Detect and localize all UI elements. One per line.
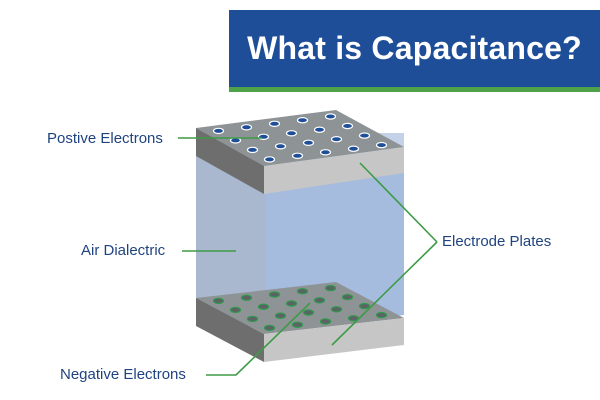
positive-electron-dot [341,122,354,130]
positive-electron-dot [268,120,281,128]
positive-electron-dot [358,132,371,139]
negative-electron-dot [246,315,259,323]
negative-electron-dot [263,324,276,332]
top-plate-front-face [264,147,404,194]
negative-electron-dot [324,284,337,292]
label-electrode-plates: Electrode Plates [442,233,552,250]
negative-electron-dot [302,309,315,316]
negative-electron-dot [358,302,371,310]
dielectric-front-face [266,148,404,330]
title-banner: What is Capacitance? [229,10,600,87]
title-accent-bar [229,87,600,92]
positive-electron-dot [285,130,298,137]
label-air-dielectric: Air Dialectric [81,242,166,259]
positive-electron-dot [347,145,360,152]
leader-line-plate-top [359,162,438,243]
negative-electron-dot [330,306,343,313]
bottom-plate-left-face [196,298,264,362]
positive-electron-dot [263,156,276,163]
positive-electron-dot [319,149,332,156]
negative-electron-dot [240,294,253,301]
positive-electron-dot [296,116,309,124]
negative-electron-dot [341,293,354,301]
negative-electron-dot [257,303,270,310]
leader-line-plate-bottom [331,241,438,346]
positive-electron-dot [375,141,388,149]
positive-electrons [212,113,388,163]
positive-electron-dot [274,143,287,150]
negative-electron-dot [274,312,287,319]
negative-electron-dot [375,311,388,319]
negative-electron-dot [319,318,332,325]
positive-electron-dot [313,126,326,133]
positive-electron-dot [302,139,315,146]
bottom-plate-front-face [264,318,404,362]
positive-electron-dot [246,146,259,154]
top-plate-left-face [196,128,264,194]
label-positive-electrons: Postive Electrons [47,130,163,147]
negative-electron-dot [212,297,225,305]
leader-line-negative [206,302,311,376]
negative-electron-dot [229,306,242,314]
negative-electron-dot [285,300,298,307]
label-negative-electrons: Negative Electrons [60,366,186,383]
negative-electron-dot [268,291,281,298]
positive-electron-dot [330,135,343,143]
positive-electron-dot [212,127,225,135]
page-title: What is Capacitance? [247,30,582,66]
negative-electrons [212,284,388,332]
positive-electron-dot [324,113,337,120]
positive-electron-dot [291,152,304,159]
negative-electron-dot [313,297,326,304]
negative-electron-dot [296,288,309,295]
positive-electron-dot [240,124,253,131]
negative-electron-dot [291,321,304,328]
